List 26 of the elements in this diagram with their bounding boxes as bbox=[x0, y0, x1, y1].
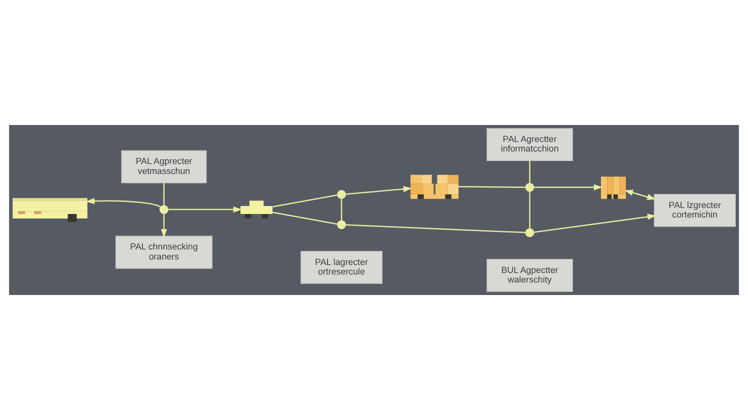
node-box: PAL chnnsecking oraners bbox=[115, 236, 212, 269]
connector bbox=[340, 198, 342, 221]
arrow bbox=[86, 198, 161, 208]
connector bbox=[529, 191, 530, 228]
node-box: PAL lagrecter ortresercule bbox=[300, 250, 382, 284]
connector bbox=[163, 182, 165, 206]
arrow bbox=[534, 214, 656, 233]
node-circle bbox=[525, 228, 534, 238]
node-box: PAL Agrectter informatcchion bbox=[486, 128, 573, 162]
arrow bbox=[160, 214, 167, 238]
node-box: PAL Agprecter vetmasschun bbox=[121, 150, 207, 184]
arrow bbox=[534, 184, 603, 190]
connector bbox=[529, 160, 530, 184]
connector bbox=[272, 212, 338, 225]
node-circle bbox=[525, 182, 534, 192]
connector bbox=[346, 224, 526, 234]
arrow bbox=[624, 190, 656, 200]
arrow bbox=[168, 206, 242, 213]
node-circle bbox=[337, 190, 346, 199]
node-box: PAL lzgrecter cortemichin bbox=[654, 194, 736, 227]
node-box: BUL Agpectter walerschity bbox=[486, 258, 573, 292]
node-circle bbox=[337, 220, 346, 230]
connector bbox=[458, 186, 526, 188]
arrow bbox=[346, 186, 412, 195]
connector bbox=[272, 194, 338, 208]
node-circle bbox=[160, 205, 168, 214]
